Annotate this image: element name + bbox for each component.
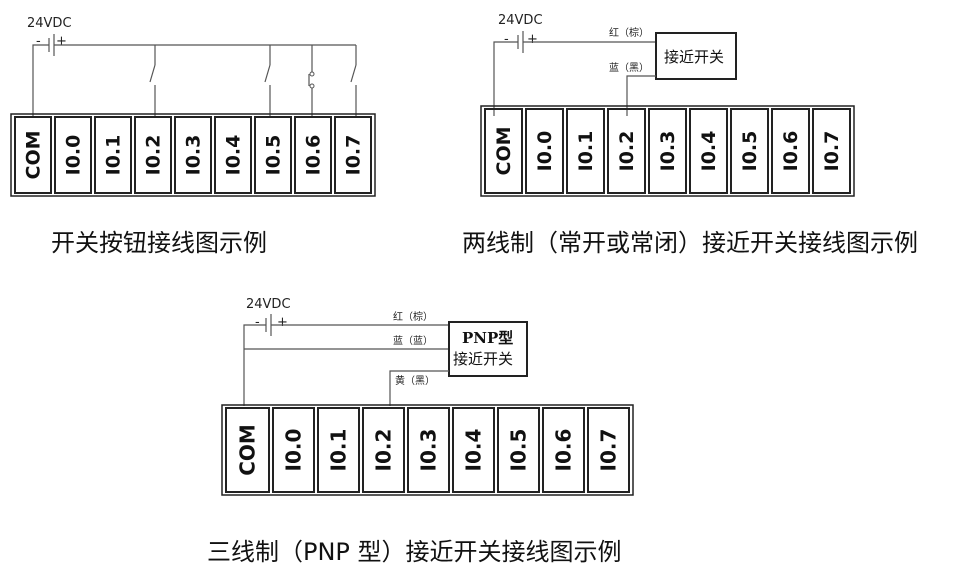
proximity-sensor-2: [655, 32, 737, 80]
terminal-label-i01: I0.1: [575, 131, 597, 172]
switch-i02: [149, 64, 156, 83]
terminal-label-i07: I0.7: [343, 135, 365, 176]
terminal-label-i04: I0.4: [698, 131, 720, 172]
diagram-3-pnp-sensor: 24VDC - + 红（棕） 蓝（蓝） PNP型 接近开关 黄（黑） COM I0…: [207, 297, 634, 566]
terminal-label-i07: I0.7: [821, 131, 843, 172]
terminal-strip-2: COM I0.0 I0.1 I0.2 I0.3 I0.4 I0.5 I0.6 I0.7: [480, 105, 855, 197]
terminal-cell: [566, 108, 605, 194]
terminal-cell: [225, 407, 270, 493]
sensor-label-3a: PNP型: [462, 329, 513, 347]
terminal-label-i00: I0.0: [534, 131, 556, 172]
terminal-strip-frame: [10, 113, 376, 197]
plus-sign-3: +: [277, 315, 288, 330]
terminal-cell: [525, 108, 564, 194]
terminal-cell: [484, 108, 523, 194]
caption-2: 两线制（常开或常闭）接近开关接线图示例: [462, 229, 918, 257]
pnp-sensor-3: [448, 321, 528, 377]
terminal-label-i01: I0.1: [327, 429, 351, 472]
terminal-label-com: COM: [493, 126, 515, 175]
terminal-label-com: COM: [236, 424, 260, 476]
wire-label-blue-2: 蓝（黑）: [609, 62, 649, 74]
terminal-label-i06: I0.6: [780, 131, 802, 172]
terminal-label-com: COM: [23, 130, 45, 179]
wire-label-blue-3: 蓝（蓝）: [393, 335, 433, 347]
sensor-label-3b: 接近开关: [453, 350, 513, 368]
terminal-label-i07: I0.7: [597, 429, 621, 472]
pushbutton-contact-top: [309, 71, 315, 77]
minus-sign-2: -: [504, 32, 509, 47]
switch-i05: [264, 64, 271, 83]
terminal-strip-1: COM I0.0 I0.1 I0.2 I0.3 I0.4 I0.5 I0.6 I0.7: [10, 113, 376, 197]
terminal-strip-3: COM I0.0 I0.1 I0.2 I0.3 I0.4 I0.5 I0.6 I0.7: [221, 404, 634, 496]
terminal-label-i00: I0.0: [282, 429, 306, 472]
terminal-strip-frame: [480, 105, 855, 197]
com-wire-1: [32, 44, 49, 116]
terminal-cell: [54, 116, 92, 194]
terminal-cell: [812, 108, 851, 194]
wire-label-red-3: 红（棕）: [393, 310, 433, 323]
supply-label-2: 24VDC: [498, 13, 543, 28]
switch-i07: [350, 64, 357, 83]
caption-3: 三线制（PNP 型）接近开关接线图示例: [207, 538, 622, 566]
terminal-cell: [497, 407, 540, 493]
terminal-label-i05: I0.5: [739, 131, 761, 172]
terminal-cell: [730, 108, 769, 194]
terminal-label-i03: I0.3: [657, 131, 679, 172]
caption-1: 开关按钮接线图示例: [51, 229, 267, 257]
terminal-cell: [771, 108, 810, 194]
terminal-label-i05: I0.5: [263, 135, 285, 176]
com-wire-2: [493, 41, 518, 116]
terminal-label-i02: I0.2: [372, 429, 396, 472]
terminal-label-i02: I0.2: [616, 131, 638, 172]
blue-wire-2: [626, 75, 656, 116]
terminal-cell: [334, 116, 372, 194]
terminal-label-i01: I0.1: [103, 135, 125, 176]
terminal-label-i02: I0.2: [143, 135, 165, 176]
terminal-cell: [452, 407, 495, 493]
terminal-cell: [134, 116, 172, 194]
terminal-cell: [407, 407, 450, 493]
terminal-label-i05: I0.5: [507, 429, 531, 472]
terminal-cell: [94, 116, 132, 194]
terminal-cell: [14, 116, 52, 194]
wire-label-yellow-3: 黄（黑）: [395, 374, 435, 387]
com-wire-3: [243, 324, 266, 406]
terminal-cell: [648, 108, 687, 194]
terminal-label-i06: I0.6: [552, 429, 576, 472]
sensor-label-2: 接近开关: [664, 48, 724, 66]
terminal-cell: [362, 407, 405, 493]
wire-label-red-2: 红（棕）: [609, 26, 649, 39]
minus-sign-3: -: [255, 315, 260, 330]
terminal-strip-frame: [221, 404, 634, 496]
terminal-cell: [174, 116, 212, 194]
terminal-label-i03: I0.3: [183, 135, 205, 176]
minus-sign-1: -: [36, 34, 41, 49]
terminal-cell: [587, 407, 630, 493]
terminal-cell: [689, 108, 728, 194]
plus-sign-2: +: [527, 32, 538, 47]
terminal-cell: [272, 407, 315, 493]
yellow-wire-3: [389, 370, 449, 406]
terminal-cell: [254, 116, 292, 194]
supply-label-1: 24VDC: [27, 16, 72, 31]
terminal-cell: [607, 108, 646, 194]
terminal-label-i03: I0.3: [417, 429, 441, 472]
supply-label-3: 24VDC: [246, 297, 291, 312]
terminal-cell: [294, 116, 332, 194]
pushbutton-contact-bottom: [309, 83, 315, 89]
diagram-2-two-wire-sensor: 24VDC - + 红（棕） 接近开关 蓝（黑） COM I0.0 I0.1 I0.2…: [462, 13, 918, 257]
terminal-label-i00: I0.0: [63, 135, 85, 176]
terminal-cell: [542, 407, 585, 493]
terminal-cell: [317, 407, 360, 493]
terminal-cell: [214, 116, 252, 194]
plus-sign-1: +: [56, 34, 67, 49]
terminal-label-i04: I0.4: [462, 429, 486, 472]
diagram-1-switch-buttons: 24VDC - + COM I0.0 I0.1 I0.2 I0.3 I0.4 I0.5 I0.…: [10, 16, 376, 257]
terminal-label-i04: I0.4: [223, 135, 245, 176]
terminal-label-i06: I0.6: [303, 135, 325, 176]
